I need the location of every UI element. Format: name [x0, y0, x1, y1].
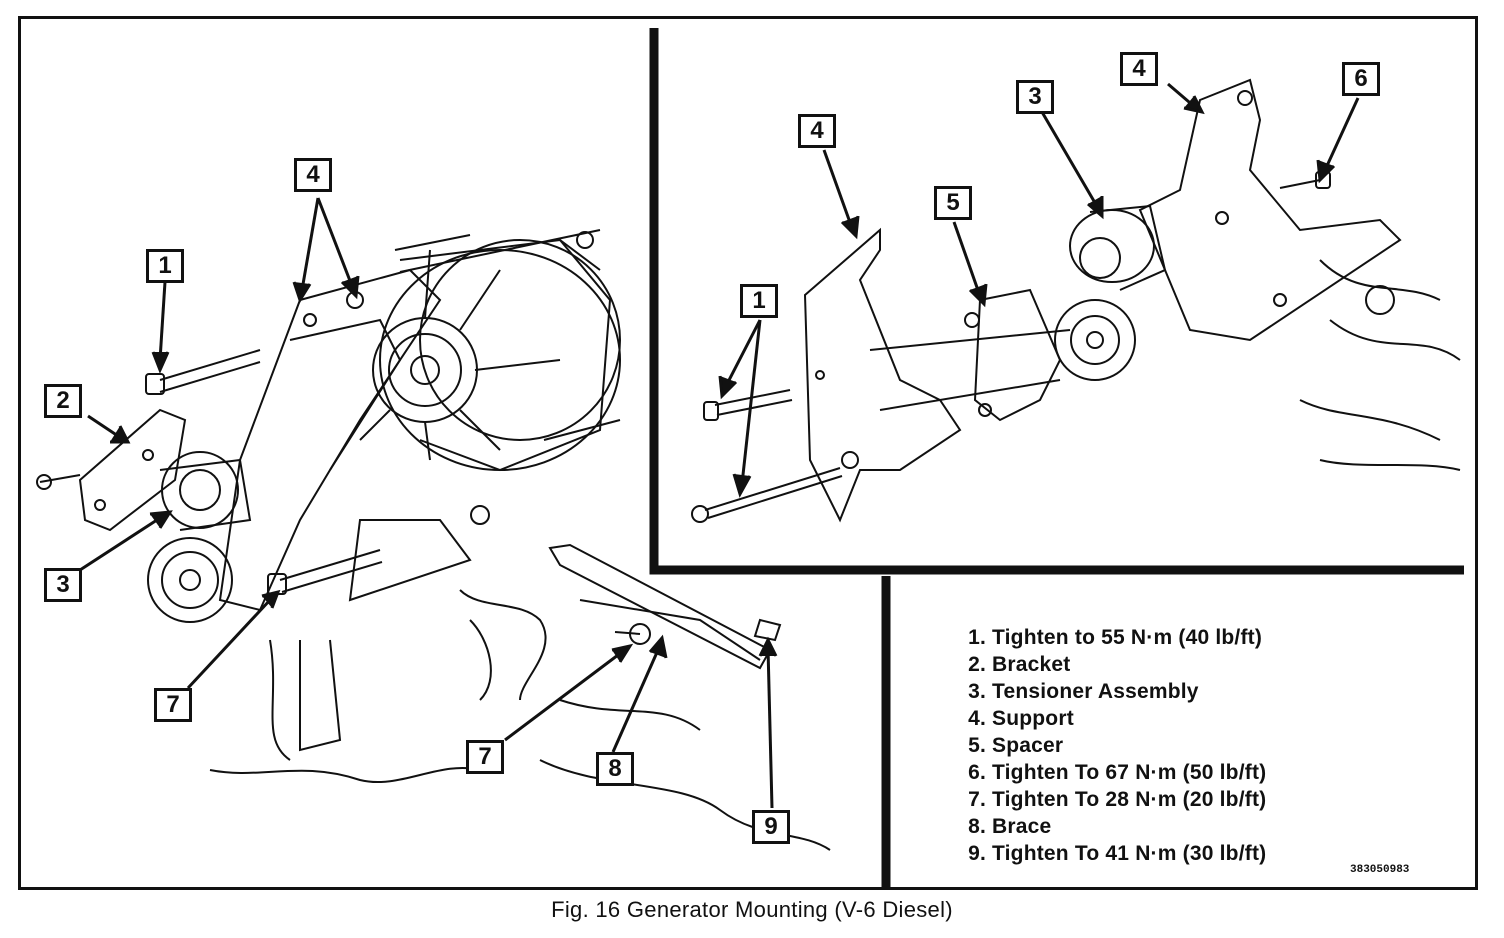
- generator-drawing: [359, 234, 621, 472]
- legend-item: 2.Bracket: [968, 653, 1071, 676]
- inset-support-drawing: [803, 227, 1062, 523]
- callout-5-inset: 5: [934, 186, 972, 220]
- callout-1-left: 1: [146, 249, 184, 283]
- support-bracket-drawing: [218, 268, 472, 612]
- parts-legend: 1.Tighten to 55 N·m (40 lb/ft) 2.Bracket…: [950, 624, 1370, 867]
- callout-2-left: 2: [44, 384, 82, 418]
- engine-block-left-drawing: [209, 589, 547, 784]
- callout-4-inset-b: 4: [1120, 52, 1158, 86]
- legend-item: 4.Support: [968, 707, 1074, 730]
- legend-item: 1.Tighten to 55 N·m (40 lb/ft): [968, 626, 1263, 649]
- callout-1-inset: 1: [740, 284, 778, 318]
- figure-caption: Fig. 16 Generator Mounting (V-6 Diesel): [551, 897, 953, 922]
- bolts-drawing: [145, 229, 621, 595]
- inset-engine-drawing: [1299, 259, 1461, 471]
- legend-item: 9.Tighten To 41 N·m (30 lb/ft): [968, 842, 1267, 865]
- callout-9-left: 9: [752, 810, 790, 844]
- legend-item: 6.Tighten To 67 N·m (50 lb/ft): [968, 761, 1267, 784]
- callout-4-left: 4: [294, 158, 332, 192]
- callout-3-left: 3: [44, 568, 82, 602]
- brace-drawing: [539, 543, 831, 851]
- bracket-part-2-drawing: [36, 408, 187, 532]
- legend-item: 8.Brace: [968, 815, 1052, 838]
- callout-4-inset-a: 4: [798, 114, 836, 148]
- callout-6-inset: 6: [1342, 62, 1380, 96]
- legend-item: 5.Spacer: [968, 734, 1064, 757]
- callout-7-left-b: 7: [466, 740, 504, 774]
- legend-item: 3.Tensioner Assembly: [968, 680, 1199, 703]
- callout-7-left-a: 7: [154, 688, 192, 722]
- tensioner-drawing: [147, 451, 252, 623]
- callout-8-left: 8: [596, 752, 634, 786]
- leader-arrows: [79, 82, 1360, 809]
- callout-3-inset: 3: [1016, 80, 1054, 114]
- figure-frame: [18, 16, 1478, 890]
- figure-code: 383050983: [1350, 864, 1410, 876]
- inset-bracket-drawing: [1138, 78, 1402, 342]
- legend-item: 7.Tighten To 28 N·m (20 lb/ft): [968, 788, 1267, 811]
- inset-tensioner-drawing: [1054, 204, 1167, 381]
- inset-border: [649, 28, 1464, 575]
- inset-bolts-drawing: [691, 171, 1331, 523]
